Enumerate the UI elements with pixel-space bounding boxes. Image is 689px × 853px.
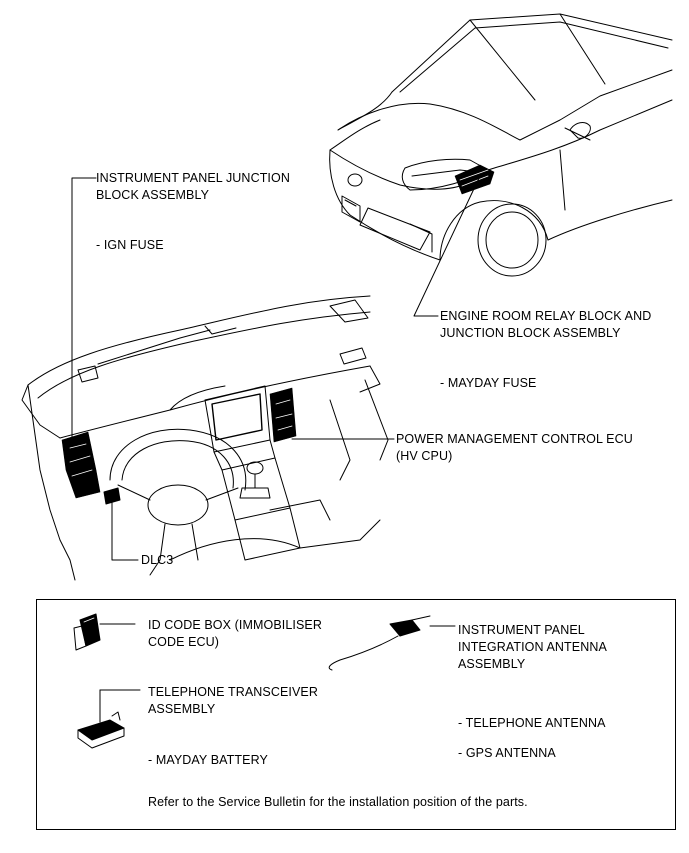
mayday-fuse-label: - MAYDAY FUSE (440, 376, 537, 390)
telephone-antenna-label: - TELEPHONE ANTENNA (458, 716, 606, 730)
mayday-battery-label: - MAYDAY BATTERY (148, 753, 268, 767)
id-code-box-label: ID CODE BOX (IMMOBILISER CODE ECU) (148, 618, 322, 649)
service-bulletin-note: Refer to the Service Bulletin for the in… (148, 795, 528, 809)
ign-fuse-label: - IGN FUSE (96, 238, 164, 252)
ip-junction-block-label: INSTRUMENT PANEL JUNCTION BLOCK ASSEMBLY (96, 171, 290, 202)
engine-room-relay-label: ENGINE ROOM RELAY BLOCK AND JUNCTION BLO… (440, 309, 652, 340)
gps-antenna-label: - GPS ANTENNA (458, 746, 556, 760)
telephone-transceiver-label: TELEPHONE TRANSCEIVER ASSEMBLY (148, 685, 318, 716)
power-mgmt-ecu-label: POWER MANAGEMENT CONTROL ECU (HV CPU) (396, 432, 633, 463)
leader-lines (71, 175, 481, 561)
dashboard-illustration (21, 295, 389, 581)
legend-icons (73, 613, 456, 749)
dlc3-label: DLC3 (141, 553, 174, 567)
parts-legend-box (36, 599, 676, 830)
ip-antenna-label: INSTRUMENT PANEL INTEGRATION ANTENNA ASS… (458, 623, 607, 671)
vehicle-illustration (329, 13, 673, 277)
